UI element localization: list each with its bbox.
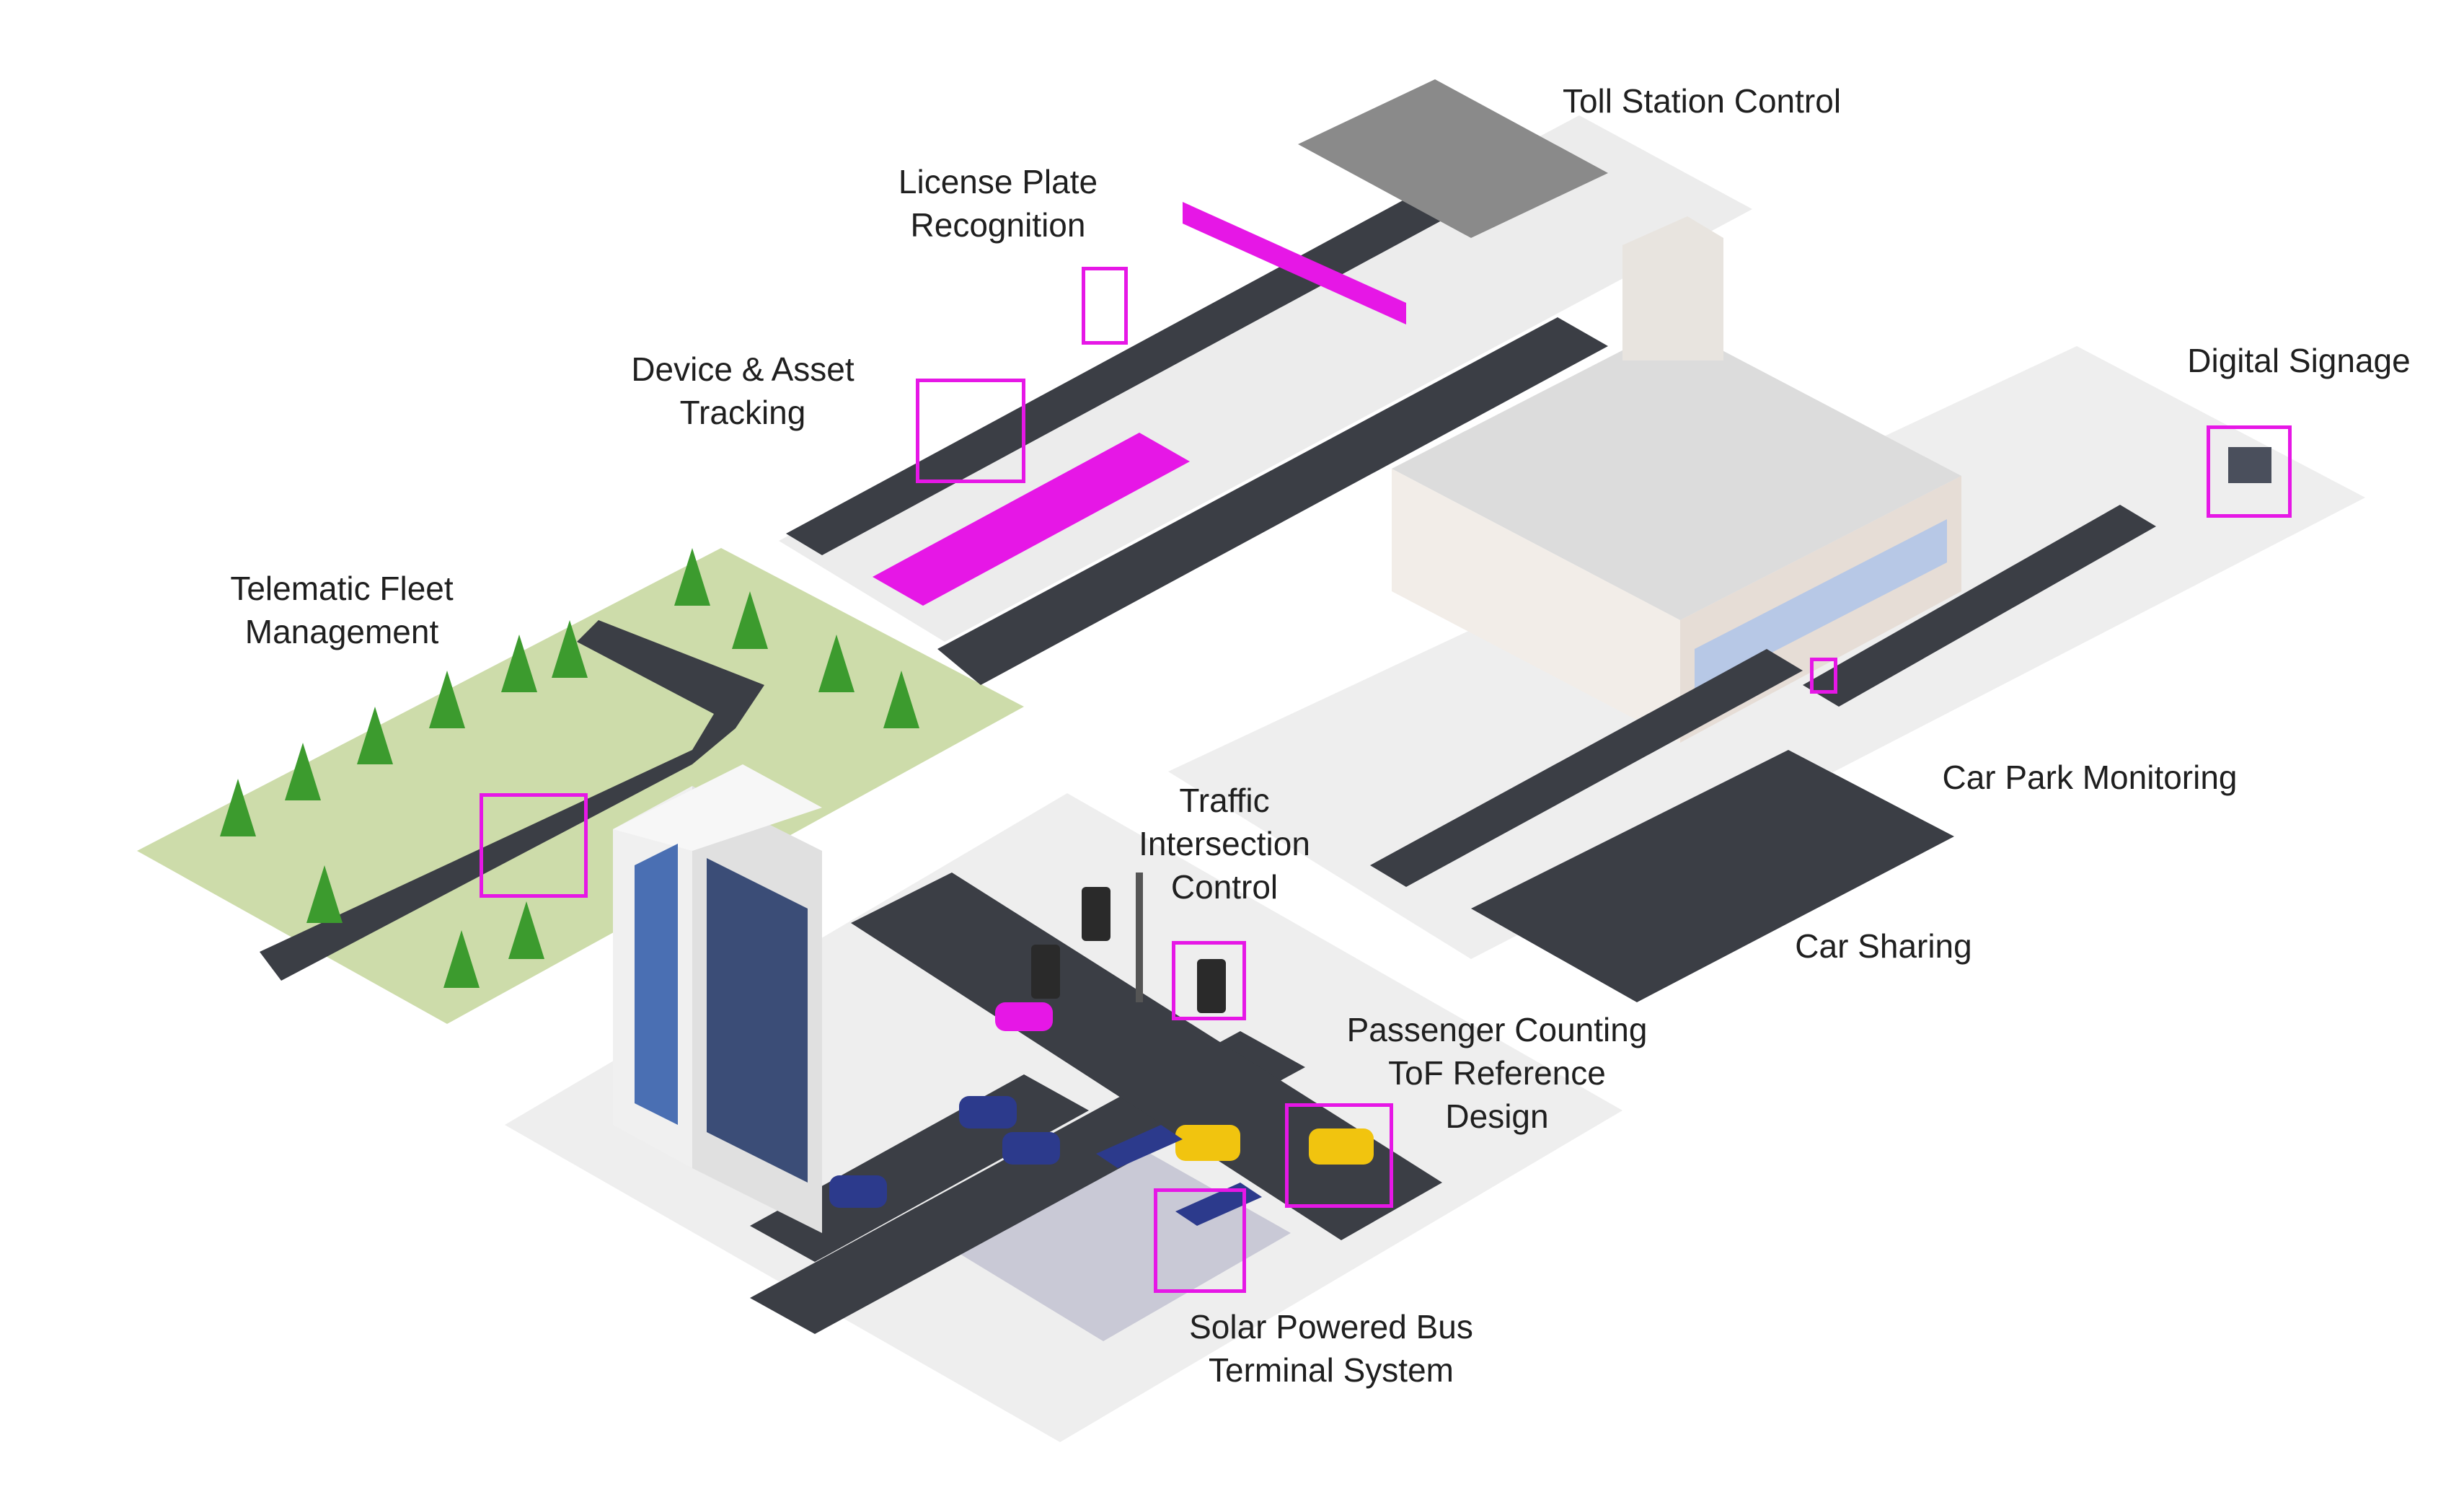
car-park-lot (1471, 750, 1954, 1002)
passenger-counting-highlight (1285, 1103, 1393, 1208)
telematic-truck-highlight (480, 793, 588, 898)
road-ew (851, 873, 1442, 1240)
car-park-camera-highlight (1810, 658, 1837, 694)
device-asset-truck-highlight (916, 379, 1025, 483)
label-car-sharing: Car Sharing (1795, 927, 1972, 965)
car-icon (1175, 1125, 1240, 1161)
tree-icon (732, 591, 768, 649)
label-telematic-fleet-management: Telematic Fleet Management (230, 570, 454, 650)
park-road (260, 620, 764, 981)
label-passenger-counting-tof: Passenger Counting ToF Reference Design (1346, 1011, 1648, 1135)
tree-group (220, 548, 919, 988)
tree-icon (443, 930, 480, 988)
tree-icon (818, 635, 855, 692)
tree-icon (285, 743, 321, 800)
billboard-icon (2228, 447, 2271, 483)
office-tower (1622, 216, 1723, 361)
car-icon (995, 1002, 1053, 1031)
mall-left-face (1392, 469, 1680, 743)
skyscraper-roof (613, 764, 822, 851)
tree-icon (429, 671, 465, 728)
label-solar-powered-bus-terminal: Solar Powered Bus Terminal System (1189, 1308, 1473, 1389)
label-license-plate-recognition: License Plate Recognition (898, 163, 1098, 244)
traffic-light-pole (1136, 873, 1143, 1002)
tree-icon (220, 779, 256, 836)
label-digital-signage: Digital Signage (2187, 342, 2411, 379)
label-car-park-monitoring: Car Park Monitoring (1942, 759, 2238, 796)
toll-stripes (873, 433, 1190, 606)
traffic-light-highlight (1172, 941, 1246, 1020)
toll-canopy (1298, 79, 1608, 238)
mall-roof (1392, 324, 1961, 620)
license-plate-camera-highlight (1082, 267, 1128, 345)
mall-road (1370, 649, 1803, 887)
bus-terminal-highlight (1154, 1188, 1246, 1293)
toll-road-lower (937, 317, 1608, 685)
tree-icon (674, 548, 710, 606)
traffic-light-icon (1197, 959, 1226, 1013)
label-toll-station-control: Toll Station Control (1562, 82, 1842, 120)
toll-gantry (1183, 202, 1406, 324)
car-icon (829, 1175, 887, 1208)
car-icon (959, 1096, 1017, 1128)
tree-icon (306, 865, 343, 923)
traffic-light-icon (1082, 887, 1110, 941)
bus-shelter-icon (1096, 1125, 1183, 1168)
tree-icon (501, 635, 537, 692)
traffic-light-icon (1031, 945, 1060, 999)
digital-signage-highlight (2207, 425, 2292, 518)
mall-glass (1695, 519, 1947, 692)
bus-shelter-icon (1175, 1183, 1262, 1226)
label-device-asset-tracking: Device & Asset Tracking (631, 350, 855, 431)
tree-icon (508, 901, 544, 959)
signage-road (1803, 505, 2156, 707)
toll-road-upper (786, 195, 1449, 555)
skyscraper-windows-right (707, 858, 808, 1183)
park-platform (137, 548, 1024, 1024)
skyscraper-windows (635, 844, 678, 1125)
tree-icon (883, 671, 919, 728)
tree-icon (357, 707, 393, 764)
tree-icon (552, 620, 588, 678)
label-traffic-intersection-control: Traffic Intersection Control (1139, 782, 1310, 906)
car-icon (1002, 1132, 1060, 1165)
car-icon (1309, 1128, 1374, 1165)
